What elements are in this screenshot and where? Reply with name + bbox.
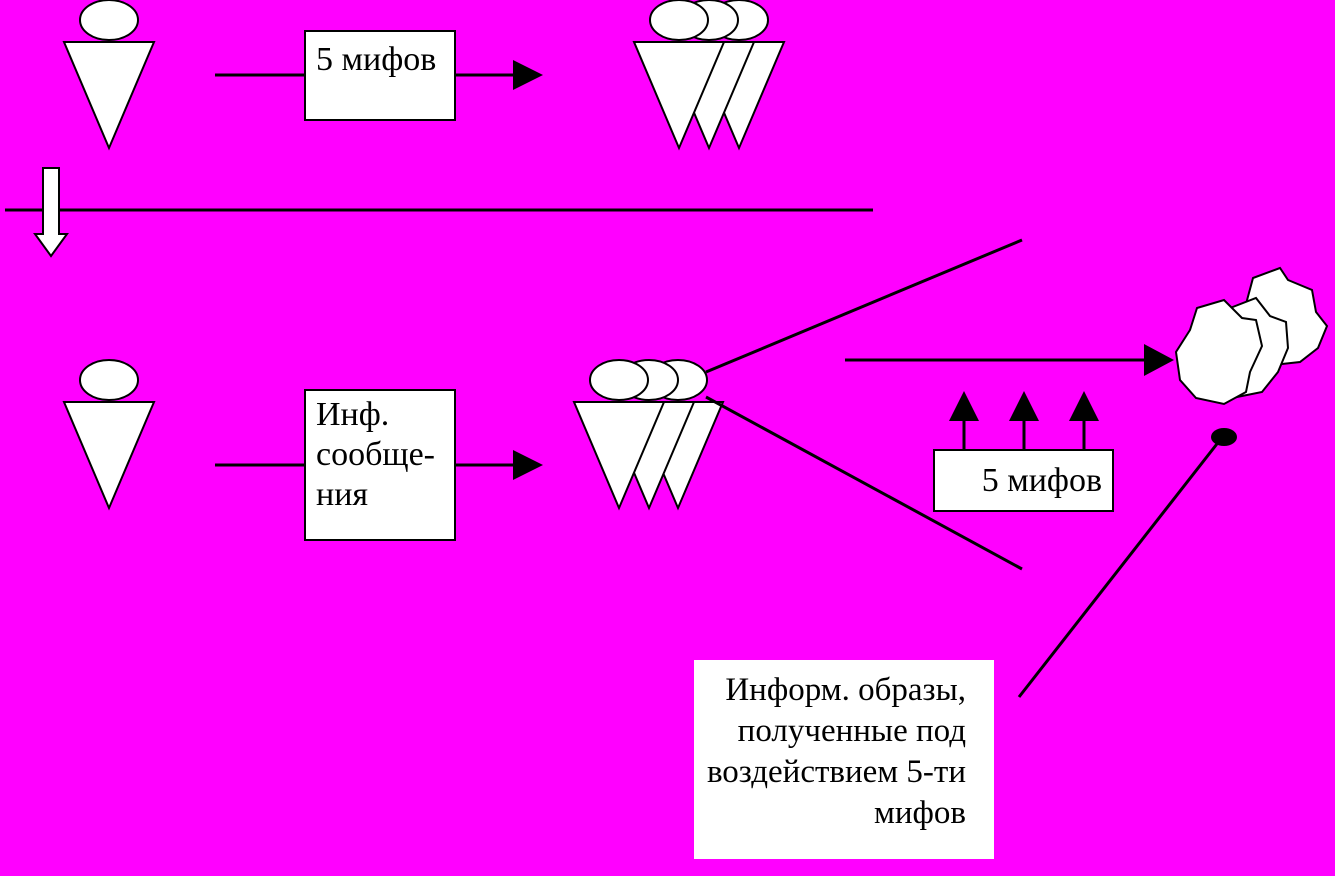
bottom-arrow [215, 450, 543, 480]
person-icon-top [63, 0, 155, 149]
info-box-line-2: сообще- [316, 436, 435, 473]
top-arrow [215, 60, 543, 90]
diverging-line-lower [705, 395, 1023, 571]
caption-line-1: Информ. образы, [725, 672, 966, 708]
info-messages-box: Инф. сообще- ния [304, 389, 456, 541]
myths-box-right: 5 мифов [933, 449, 1114, 512]
myths-box-top-label: 5 мифов [316, 41, 437, 78]
group-icon-top [633, 0, 785, 149]
caption-line-4: мифов [873, 795, 966, 831]
info-box-line-1: Инф. [316, 396, 390, 433]
down-arrow-icon [33, 167, 69, 258]
caption-line-3: воздействием 5-ти [706, 754, 966, 790]
cloud-arrow [845, 344, 1174, 376]
up-arrows [949, 391, 1099, 449]
cloud-icon [1174, 266, 1329, 406]
group-icon-bottom [573, 359, 724, 509]
diverging-line-upper [705, 238, 1023, 374]
caption-pointer [1017, 428, 1237, 698]
myths-box-top: 5 мифов [304, 30, 456, 121]
info-box-line-3: ния [316, 476, 369, 513]
caption-box: Информ. образы, полученные под воздейств… [694, 660, 994, 859]
myths-box-right-label: 5 мифов [981, 462, 1102, 499]
caption-line-2: полученные под [737, 713, 966, 749]
person-icon-bottom [63, 359, 155, 509]
